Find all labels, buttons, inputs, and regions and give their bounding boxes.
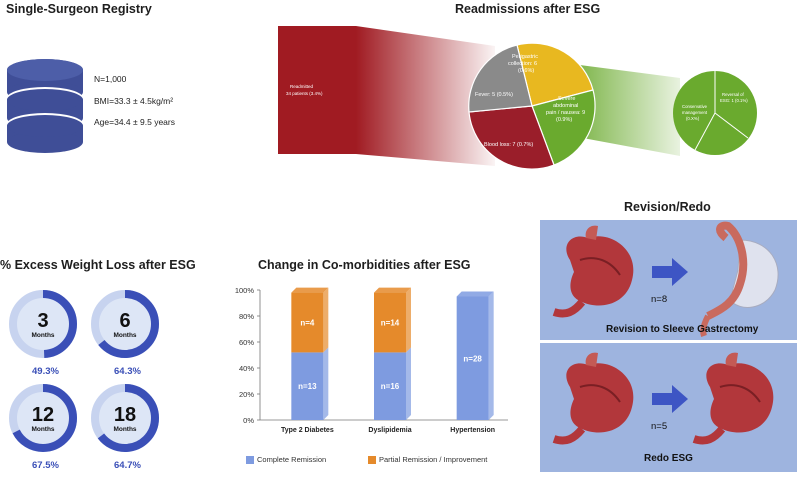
y-tick-label: 80% bbox=[239, 312, 254, 321]
slice-label-severe-2: abdominal bbox=[553, 103, 578, 109]
bar-top bbox=[374, 287, 411, 293]
ewl-ring-arc bbox=[91, 290, 159, 358]
redo-count: n=5 bbox=[651, 421, 668, 432]
stomach-icon-left bbox=[552, 225, 634, 318]
bar-data-label: n=14 bbox=[381, 319, 400, 328]
y-tick-label: 20% bbox=[239, 390, 254, 399]
slice-label-severe-3: pain / nausea: 9 bbox=[546, 110, 585, 116]
legend-partial: Partial Remission / Improvement bbox=[379, 455, 488, 464]
ewl-ring-months-label: Months bbox=[31, 426, 54, 433]
bar-side bbox=[406, 347, 411, 420]
redo-panel: n=5 Redo ESG bbox=[540, 343, 797, 472]
slice-label-perigastric-2: collection: 6 bbox=[508, 61, 537, 67]
ewl-pct-6: 64.3% bbox=[114, 366, 141, 377]
subpie-label-reversal-2: ESG: 1 (0.1%) bbox=[720, 98, 748, 103]
legend-complete: Complete Remission bbox=[257, 455, 327, 464]
y-tick-label: 100% bbox=[235, 286, 255, 295]
x-tick-label: Dyslipidemia bbox=[368, 427, 411, 434]
readmitted-funnel bbox=[356, 26, 495, 166]
registry-n: N=1,000 bbox=[94, 74, 127, 84]
registry-bmi: BMI=33.3 ± 4.5kg/m² bbox=[94, 96, 174, 106]
bar-label-1: Readmitted bbox=[290, 84, 314, 89]
subpie-funnel bbox=[572, 64, 680, 156]
revision-panel: n=8 Revision to Sleeve Gastrectomy bbox=[540, 220, 797, 340]
bar-top bbox=[291, 287, 329, 293]
ewl-ring-arc bbox=[91, 384, 159, 452]
readmitted-bar bbox=[278, 26, 356, 154]
ewl-ring-months-label: Months bbox=[113, 426, 136, 433]
revision-illustration bbox=[552, 221, 779, 337]
bar-side bbox=[323, 347, 329, 420]
legend-swatch-partial bbox=[368, 456, 376, 464]
x-tick-label: Type 2 Diabetes bbox=[281, 427, 334, 434]
bar-segment bbox=[456, 296, 489, 420]
bar-data-label: n=16 bbox=[381, 382, 400, 391]
ewl-pct-12: 67.5% bbox=[32, 460, 59, 471]
bar-top bbox=[456, 291, 494, 297]
revision-title: Revision/Redo bbox=[624, 200, 711, 214]
redo-illustration bbox=[552, 352, 774, 445]
slice-label-severe-1: Severe bbox=[558, 96, 575, 102]
ewl-ring-months: 3 bbox=[37, 310, 48, 332]
subpie-label-conservative-2: management bbox=[682, 110, 708, 115]
pie-slice-severe-pain bbox=[531, 89, 596, 166]
ewl-ring-months-label: Months bbox=[113, 332, 136, 339]
y-tick-label: 60% bbox=[239, 338, 254, 347]
slice-label-perigastric-3: (0.6%) bbox=[518, 68, 534, 74]
subpie-label-conservative-1: Conservative bbox=[682, 104, 708, 109]
bar-segment bbox=[291, 352, 324, 420]
subpie-label-reversal-1: Reversal of bbox=[722, 92, 745, 97]
database-icon bbox=[7, 59, 83, 153]
slice-label-severe-4: (0.9%) bbox=[556, 117, 572, 123]
readmissions-title: Readmissions after ESG bbox=[455, 2, 601, 16]
ewl-ring-months: 6 bbox=[119, 310, 130, 332]
ewl-title: % Excess Weight Loss after ESG bbox=[0, 258, 196, 272]
bar-data-label: n=13 bbox=[298, 382, 317, 391]
redo-caption: Redo ESG bbox=[644, 453, 693, 464]
slice-label-blood-loss: Blood loss: 7 (0.7%) bbox=[484, 142, 533, 148]
bar-segment bbox=[374, 292, 406, 353]
ewl-pct-18: 64.7% bbox=[114, 460, 141, 471]
bar-segment bbox=[291, 292, 324, 353]
bar-label-2: 34 patients (3.4%) bbox=[286, 91, 323, 96]
y-tick-label: 40% bbox=[239, 364, 254, 373]
readmissions-diagram: Readmitted 34 patients (3.4%) Perigastri… bbox=[278, 26, 757, 170]
slice-label-fever: Fever: 5 (0.5%) bbox=[475, 92, 513, 98]
x-tick-label: Hypertension bbox=[450, 427, 495, 434]
ewl-pct-3: 49.3% bbox=[32, 366, 59, 377]
bar-segment bbox=[374, 352, 406, 420]
pie-slice-perigastric bbox=[516, 42, 594, 107]
legend-swatch-complete bbox=[246, 456, 254, 464]
bar-side bbox=[488, 291, 494, 420]
subpie-label-conservative-3: (0.X%) bbox=[686, 116, 700, 121]
stomach-icon-bottom-right bbox=[692, 352, 774, 445]
y-tick-label: 0% bbox=[243, 416, 254, 425]
ewl-ring-months-label: Months bbox=[31, 332, 54, 339]
ewl-ring-months: 12 bbox=[32, 404, 54, 426]
pie-slice-fever bbox=[468, 44, 533, 113]
sleeve-stomach-icon bbox=[700, 221, 779, 337]
revision-caption: Revision to Sleeve Gastrectomy bbox=[606, 324, 759, 335]
registry-age: Age=34.4 ± 9.5 years bbox=[94, 117, 175, 127]
comorb-title: Change in Co-morbidities after ESG bbox=[258, 258, 471, 272]
ewl-ring-arc bbox=[9, 384, 77, 452]
slice-label-perigastric-1: Perigastric bbox=[512, 54, 538, 60]
revision-count: n=8 bbox=[651, 294, 668, 305]
bar-data-label: n=28 bbox=[463, 354, 482, 363]
redo-arrow-icon bbox=[652, 385, 688, 413]
stomach-icon-bottom-left bbox=[552, 352, 634, 445]
bar-side bbox=[323, 287, 329, 353]
ewl-ring-arc bbox=[9, 290, 77, 358]
registry-title: Single-Surgeon Registry bbox=[6, 2, 152, 16]
bar-side bbox=[406, 287, 411, 353]
pie-slice-blood-loss bbox=[468, 105, 555, 170]
bar-data-label: n=4 bbox=[300, 319, 315, 328]
revision-arrow-icon bbox=[652, 258, 688, 286]
ewl-ring-months: 18 bbox=[114, 404, 136, 426]
